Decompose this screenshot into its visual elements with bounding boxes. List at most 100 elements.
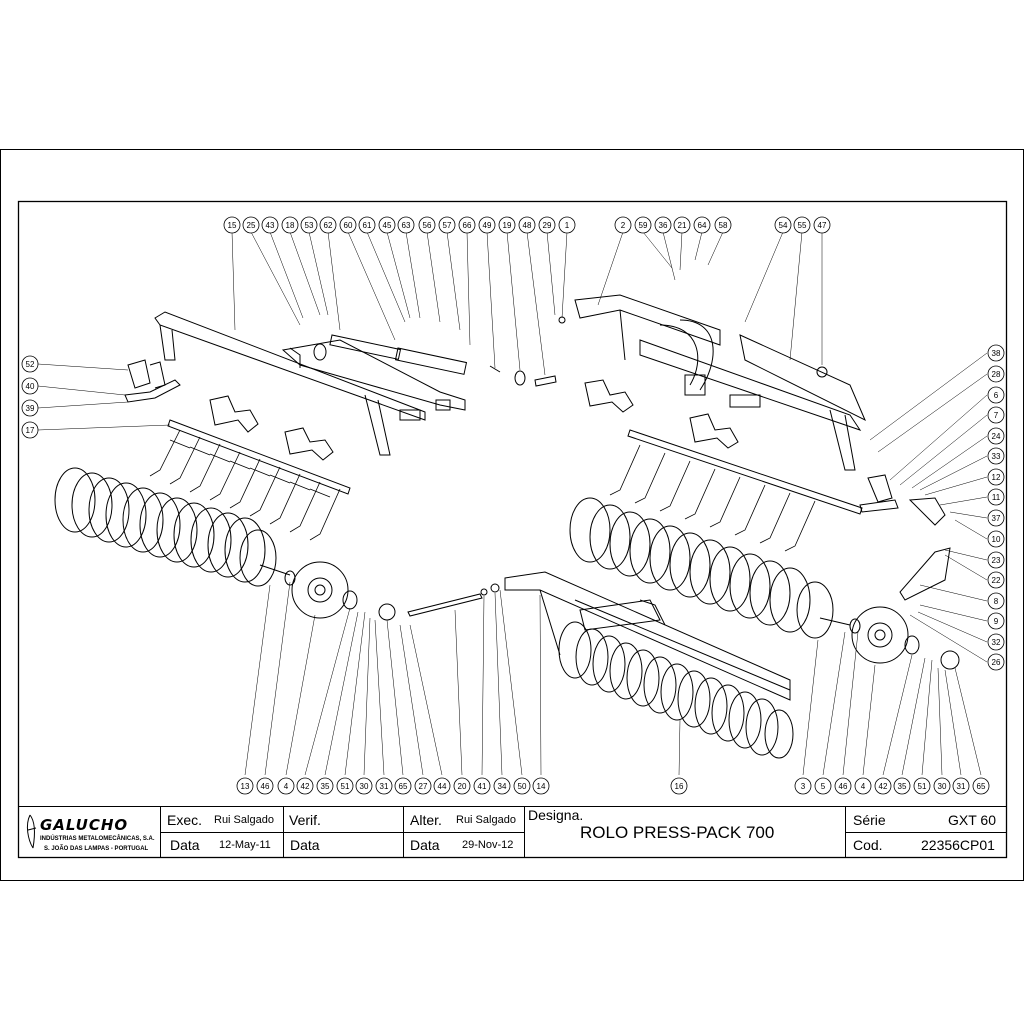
callout-bottom-left-8: 65 (394, 777, 412, 795)
callout-number: 7 (994, 411, 999, 420)
callout-left-0: 52 (21, 355, 39, 373)
callout-number: 54 (779, 221, 788, 230)
callout-circle (236, 777, 254, 795)
callout-top-18: 2 (614, 216, 632, 234)
designa-label: Designa. (528, 807, 584, 823)
callout-circle (316, 777, 334, 795)
callout-circle (355, 777, 373, 795)
callout-circle (634, 216, 652, 234)
callout-circle (913, 777, 931, 795)
callout-circle (453, 777, 471, 795)
callout-number: 5 (821, 782, 826, 791)
left-sprocket-part (284, 561, 396, 621)
callout-right-9: 10 (987, 530, 1005, 548)
data-label-3: Data (410, 837, 440, 853)
callout-circle (261, 216, 279, 234)
callout-bottom-right-6: 51 (913, 777, 931, 795)
callout-right-0: 38 (987, 344, 1005, 362)
callout-top-12: 66 (458, 216, 476, 234)
callout-top-5: 62 (319, 216, 337, 234)
nut-47 (816, 366, 828, 378)
callout-circle (893, 777, 911, 795)
callout-bottom-left-15: 14 (532, 777, 550, 795)
callout-number: 51 (341, 782, 350, 791)
callout-number: 3 (801, 782, 806, 791)
callout-top-1: 25 (242, 216, 260, 234)
callout-circle (834, 777, 852, 795)
callout-bottom-left-5: 51 (336, 777, 354, 795)
callout-bottom-left-6: 30 (355, 777, 373, 795)
callout-right-5: 33 (987, 447, 1005, 465)
callout-circle (987, 468, 1005, 486)
drawing-title: ROLO PRESS-PACK 700 (580, 823, 775, 842)
company-logo (26, 814, 37, 849)
callout-number: 18 (286, 221, 295, 230)
callout-top-20: 36 (654, 216, 672, 234)
callout-circle (933, 777, 951, 795)
left-roller-part (54, 467, 291, 587)
callout-number: 62 (324, 221, 333, 230)
callout-circle (358, 216, 376, 234)
callout-top-14: 19 (498, 216, 516, 234)
callout-number: 50 (518, 782, 527, 791)
callout-top-17: 1 (558, 216, 576, 234)
callout-number: 26 (992, 658, 1001, 667)
callout-circle (774, 216, 792, 234)
callout-top-6: 60 (339, 216, 357, 234)
callout-circle (614, 216, 632, 234)
data-value-1: 12-May-11 (219, 839, 271, 851)
callout-bottom-right-4: 42 (874, 777, 892, 795)
callout-number: 57 (443, 221, 452, 230)
callout-bottom-right-0: 3 (794, 777, 812, 795)
callout-number: 66 (463, 221, 472, 230)
callout-number: 55 (798, 221, 807, 230)
callout-circle (339, 216, 357, 234)
right-roller-part (569, 497, 851, 639)
callout-circle (493, 777, 511, 795)
pin-48 (534, 375, 557, 387)
company-address-line1: INDÚSTRIAS METALOMECÂNICAS, S.A. (40, 836, 155, 842)
alter-label: Alter. (410, 812, 442, 828)
callout-bottom-left-11: 20 (453, 777, 471, 795)
callout-left-3: 17 (21, 421, 39, 439)
lower-frame-part (504, 571, 791, 701)
callout-top-16: 29 (538, 216, 556, 234)
callout-circle (433, 777, 451, 795)
callout-circle (874, 777, 892, 795)
callout-circle (21, 355, 39, 373)
callout-number: 6 (994, 391, 999, 400)
verif-label: Verif. (289, 812, 321, 828)
right-bracket-part-c (899, 547, 951, 601)
right-tine-bar (627, 429, 863, 515)
callout-top-10: 56 (418, 216, 436, 234)
callout-circle (987, 653, 1005, 671)
callout-number: 46 (261, 782, 270, 791)
callout-bottom-left-10: 44 (433, 777, 451, 795)
cod-label: Cod. (853, 837, 883, 853)
callout-circle (987, 633, 1005, 651)
callout-top-23: 58 (714, 216, 732, 234)
callout-number: 64 (698, 221, 707, 230)
callout-circle (21, 421, 39, 439)
leader-lines (37, 231, 988, 776)
callout-circle (673, 216, 691, 234)
callout-number: 33 (992, 452, 1001, 461)
callout-circle (987, 509, 1005, 527)
callout-right-12: 8 (987, 592, 1005, 610)
callout-circle (987, 530, 1005, 548)
callout-top-19: 59 (634, 216, 652, 234)
callout-number: 42 (301, 782, 310, 791)
data-label-1: Data (170, 837, 200, 853)
callout-number: 42 (879, 782, 888, 791)
callout-number: 63 (402, 221, 411, 230)
callout-number: 53 (305, 221, 314, 230)
callout-number: 9 (994, 617, 999, 626)
callout-number: 4 (861, 782, 866, 791)
callout-circle (418, 216, 436, 234)
callout-bottom-left-7: 31 (375, 777, 393, 795)
washer-34 (490, 583, 500, 593)
right-bracket-part-a (859, 474, 899, 513)
callout-circle (987, 447, 1005, 465)
callout-number: 10 (992, 535, 1001, 544)
callout-number: 4 (284, 782, 289, 791)
